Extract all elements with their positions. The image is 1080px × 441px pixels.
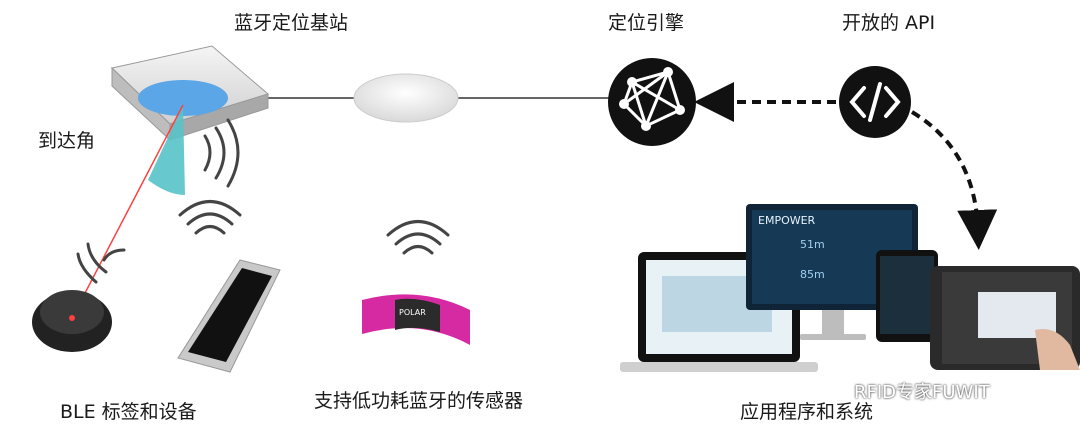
smartphone-device: [177, 259, 281, 373]
label-aoa: 到达角: [38, 130, 96, 152]
strap-brand: POLAR: [399, 308, 426, 317]
antenna-disc: [138, 80, 228, 116]
laser-line: [71, 104, 184, 319]
wifi-signal-icon: [178, 200, 242, 235]
aoa-wedge: [148, 105, 185, 195]
metric-value-b: 85m: [800, 268, 825, 281]
label-base-station: 蓝牙定位基站: [234, 12, 349, 34]
watermark-text: RFID专家FUWIT: [854, 382, 990, 403]
base-station-device: [110, 45, 270, 142]
wifi-signal-icon: [76, 242, 126, 284]
empower-logo: EMPOWER: [758, 214, 816, 227]
wechat-icon: [816, 379, 852, 406]
label-apps: 应用程序和系统: [740, 401, 874, 423]
network-graph-icon: [608, 58, 696, 146]
label-tags: BLE 标签和设备: [60, 401, 197, 423]
tablet-in-hand-device: [930, 266, 1080, 370]
dome-reader: [353, 73, 459, 123]
label-engine: 定位引擎: [608, 12, 685, 34]
wifi-signal-icon: [203, 118, 240, 188]
heart-rate-strap: [362, 294, 470, 345]
wifi-signal-icon: [386, 220, 450, 255]
label-api: 开放的 API: [842, 12, 936, 34]
api-to-apps-arrow: [910, 110, 998, 250]
code-icon: [839, 66, 911, 138]
label-sensors: 支持低功耗蓝牙的传感器: [314, 390, 524, 412]
monitor-device: [746, 204, 918, 340]
tablet-device: [876, 250, 938, 342]
ble-tag-device: [32, 290, 112, 352]
metric-value-a: 51m: [800, 238, 825, 251]
